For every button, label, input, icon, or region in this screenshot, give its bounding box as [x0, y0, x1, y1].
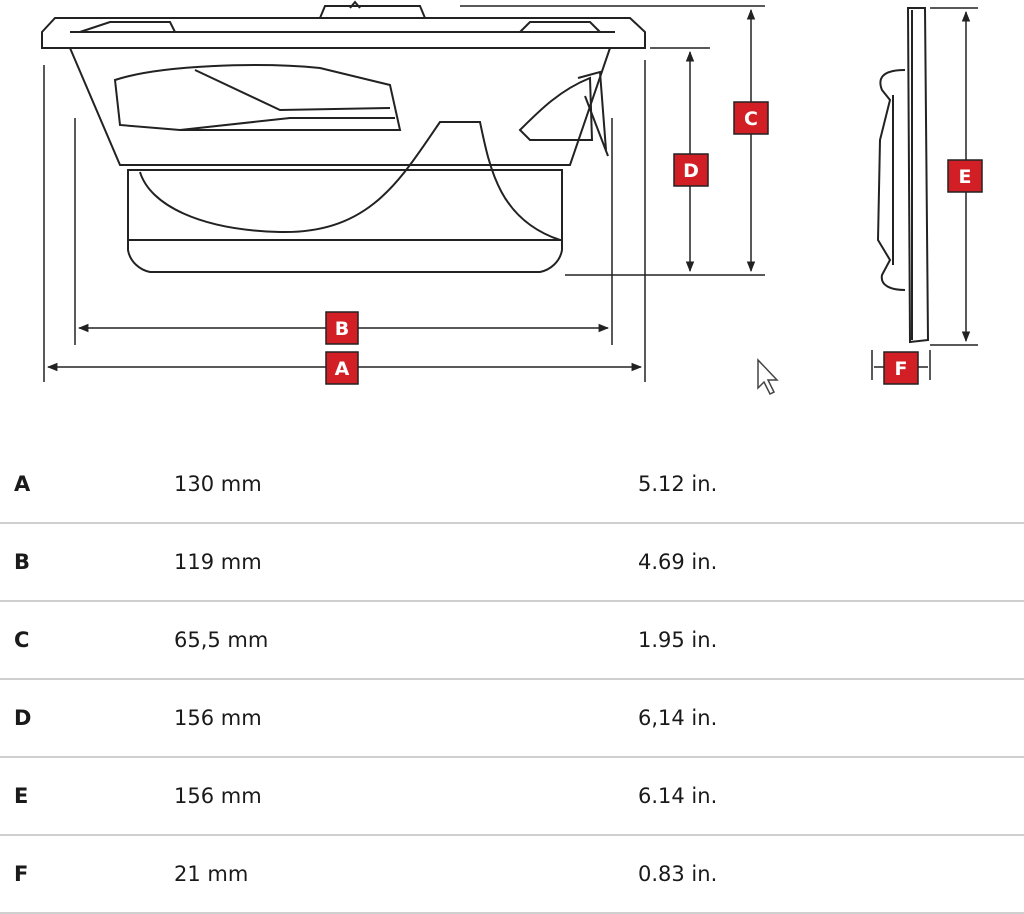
dimension-letter: B [0, 523, 174, 602]
dimension-mm: 119 mm [174, 523, 638, 602]
dimension-inch: 1.95 in. [638, 601, 1024, 680]
dimension-letter: C [0, 601, 174, 680]
dimension-mm: 130 mm [174, 446, 638, 524]
speaker-side-view [41, 0, 646, 273]
dimension-inch: 4.69 in. [638, 523, 1024, 602]
dimension-inch: 0.83 in. [638, 835, 1024, 914]
speaker-dimension-diagram: A B C D E F [41, 0, 983, 396]
svg-text:E: E [959, 166, 972, 188]
table-row: A 130 mm 5.12 in. [0, 446, 1024, 524]
table-row: C 65,5 mm 1.95 in. [0, 601, 1024, 680]
mouse-cursor-icon [757, 358, 779, 396]
dimension-label-d: D [673, 153, 709, 187]
svg-text:F: F [895, 358, 908, 380]
table-row: B 119 mm 4.69 in. [0, 523, 1024, 602]
extension-lines [43, 5, 978, 382]
dimension-label-c: C [733, 101, 769, 135]
dimension-label-f: F [883, 351, 919, 385]
dimension-mm: 156 mm [174, 679, 638, 758]
dimension-mm: 65,5 mm [174, 601, 638, 680]
table-row: F 21 mm 0.83 in. [0, 835, 1024, 914]
dimension-label-e: E [947, 159, 983, 193]
table-row: E 156 mm 6.14 in. [0, 757, 1024, 836]
dimension-letter: E [0, 757, 174, 836]
dimension-inch: 5.12 in. [638, 446, 1024, 524]
dimension-letter: D [0, 679, 174, 758]
dimension-inch: 6.14 in. [638, 757, 1024, 836]
svg-text:C: C [744, 108, 758, 130]
dimension-inch: 6,14 in. [638, 679, 1024, 758]
svg-text:B: B [335, 318, 349, 340]
dimension-mm: 156 mm [174, 757, 638, 836]
speaker-profile-view [876, 7, 930, 344]
dimension-letter: F [0, 835, 174, 914]
dimension-spec-table: A 130 mm 5.12 in. B 119 mm 4.69 in. C 65… [0, 446, 1024, 914]
dimension-letter: A [0, 446, 174, 524]
svg-text:D: D [683, 160, 699, 182]
svg-text:A: A [335, 358, 350, 380]
dimension-mm: 21 mm [174, 835, 638, 914]
table-row: D 156 mm 6,14 in. [0, 679, 1024, 758]
dimension-label-a: A [325, 351, 359, 385]
dimension-label-b: B [325, 311, 359, 345]
dimension-arrows [46, 8, 971, 372]
